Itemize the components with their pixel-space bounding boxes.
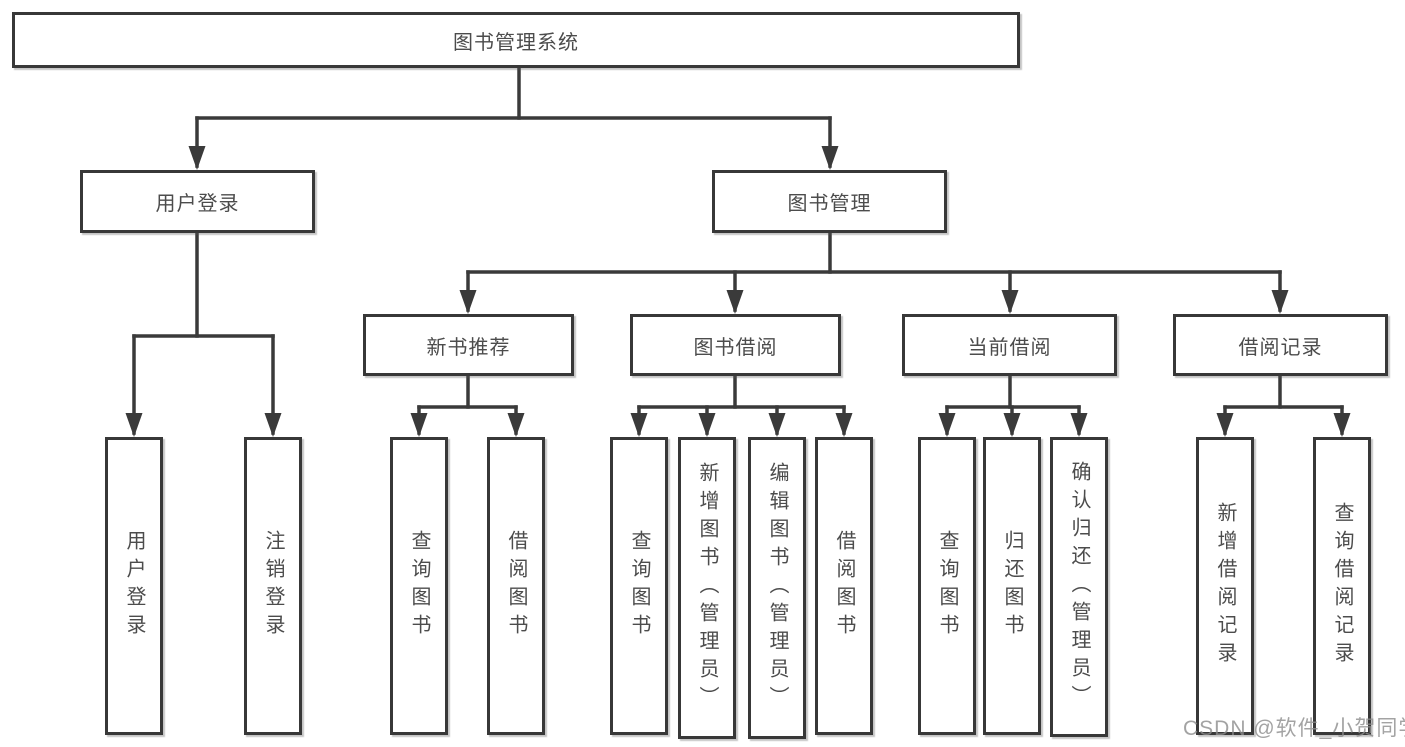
node-leaf-confirm-return-admin: 确认归还（管理员）: [1050, 437, 1108, 737]
node-user-login-module: 用户登录: [80, 170, 315, 233]
node-book-management-module: 图书管理: [712, 170, 947, 233]
node-label: 图书管理系统: [453, 31, 579, 54]
node-label: 确认归还（管理员）: [1068, 461, 1090, 713]
node-label: 用户登录: [155, 193, 240, 215]
node-borrowing-records: 借阅记录: [1173, 314, 1388, 376]
node-library-management-system: 图书管理系统: [12, 12, 1020, 68]
arrowheads: [125, 146, 1351, 437]
node-label: 借阅图书: [505, 530, 527, 642]
node-label: 借阅记录: [1238, 336, 1323, 359]
node-current-borrowing: 当前借阅: [902, 314, 1117, 376]
node-leaf-query-books-3: 查询图书: [918, 437, 976, 735]
node-label: 注销登录: [262, 530, 284, 642]
tree-edges: [132, 66, 1344, 435]
node-leaf-add-borrow-record: 新增借阅记录: [1196, 437, 1254, 735]
node-label: 新增图书（管理员）: [696, 462, 718, 714]
node-leaf-borrow-books-1: 借阅图书: [487, 437, 545, 735]
node-label: 图书管理: [787, 193, 872, 215]
node-label: 用户登录: [123, 530, 145, 642]
node-label: 查询图书: [628, 530, 650, 642]
node-label: 新书推荐: [426, 336, 511, 359]
node-label: 当前借阅: [967, 336, 1052, 359]
node-new-book-recommend: 新书推荐: [363, 314, 574, 376]
node-book-borrowing: 图书借阅: [630, 314, 841, 376]
node-leaf-edit-books-admin: 编辑图书（管理员）: [748, 437, 806, 739]
node-leaf-add-books-admin: 新增图书（管理员）: [678, 437, 736, 739]
node-label: 查询图书: [408, 530, 430, 642]
node-leaf-borrow-books-2: 借阅图书: [815, 437, 873, 735]
node-leaf-query-borrow-record: 查询借阅记录: [1313, 437, 1371, 735]
node-label: 查询借阅记录: [1331, 502, 1353, 670]
node-leaf-return-books: 归还图书: [983, 437, 1041, 735]
node-label: 编辑图书（管理员）: [766, 462, 788, 714]
node-label: 新增借阅记录: [1214, 502, 1236, 670]
node-leaf-query-books-1: 查询图书: [390, 437, 448, 735]
node-leaf-user-login: 用户登录: [105, 437, 163, 735]
node-label: 查询图书: [936, 530, 958, 642]
node-label: 借阅图书: [833, 530, 855, 642]
node-label: 归还图书: [1001, 530, 1023, 642]
node-label: 图书借阅: [693, 336, 778, 359]
node-leaf-logout: 注销登录: [244, 437, 302, 735]
node-leaf-query-books-2: 查询图书: [610, 437, 668, 735]
